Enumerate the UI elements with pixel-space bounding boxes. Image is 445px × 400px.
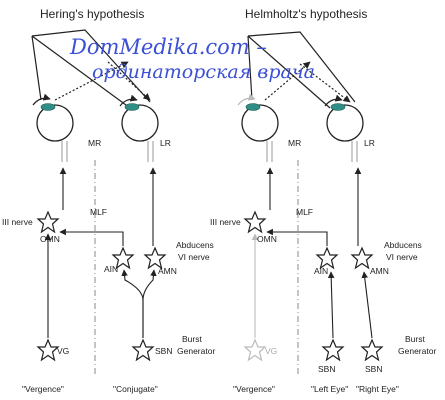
hering-mr-label: MR [88, 138, 101, 148]
helmholtz-amn-label: AMN [370, 266, 389, 276]
hering-muscle-mr [61, 141, 68, 162]
helmholtz-abducens-label: Abducens [384, 240, 422, 250]
hering-iii-nerve-label: III nerve [2, 217, 33, 227]
watermark-line-1: DomMedika.com – [69, 35, 267, 59]
hering-vg-label: VG [57, 346, 69, 356]
helmholtz-muscle-lr [351, 141, 358, 162]
hering-title: Hering's hypothesis [40, 7, 144, 21]
hering-ain-label: AIN [104, 264, 118, 274]
helmholtz-ain-label: AIN [314, 266, 328, 276]
hering-omn-label: OMN [40, 234, 60, 244]
helmholtz-right-eye [324, 94, 364, 142]
hering-abducens-label: Abducens [176, 240, 214, 250]
helmholtz-muscle-mr [266, 141, 273, 162]
hering-left-eye [32, 93, 74, 142]
helmholtz-vg-label: VG [265, 346, 277, 356]
hering-panel: Hering's hypothesis MR LR [2, 7, 215, 394]
helmholtz-connections [266, 167, 373, 339]
helmholtz-neuron-sbn-left [321, 338, 345, 362]
hering-muscle-lr [147, 141, 154, 162]
watermark-line-2: ординаторская врача [92, 61, 315, 83]
helmholtz-neuron-vg [243, 338, 267, 362]
helmholtz-mr-label: MR [288, 138, 301, 148]
helmholtz-left-eye [237, 93, 279, 142]
hering-caption-conjugate: "Conjugate" [113, 384, 158, 394]
hering-right-eye [119, 94, 159, 142]
watermark: DomMedika.com – ординаторская врача [69, 35, 315, 83]
hering-burst-label: Burst [182, 334, 202, 344]
helmholtz-generator-label: Generator [398, 346, 436, 356]
helmholtz-neuron-sbn-right [360, 338, 384, 362]
hering-neuron-sbn [131, 338, 155, 362]
helmholtz-caption-left-eye: "Left Eye" [311, 384, 348, 394]
helmholtz-burst-label: Burst [405, 334, 425, 344]
hering-vision-lines [31, 29, 151, 109]
hering-neuron-vg [36, 338, 60, 362]
helmholtz-sbn-left-label: SBN [318, 364, 335, 374]
helmholtz-omn-label: OMN [257, 234, 277, 244]
helmholtz-lr-label: LR [364, 138, 375, 148]
hering-caption-vergence: "Vergence" [22, 384, 64, 394]
helmholtz-iii-nerve-label: III nerve [210, 217, 241, 227]
hering-sbn-label: SBN [155, 346, 172, 356]
helmholtz-sbn-right-label: SBN [365, 364, 382, 374]
helmholtz-neuron-ain [315, 246, 339, 270]
helmholtz-neuron-omn [243, 210, 267, 234]
hering-amn-label: AMN [158, 266, 177, 276]
helmholtz-caption-right-eye: "Right Eye" [356, 384, 399, 394]
hering-connections [44, 167, 157, 338]
hering-neuron-omn [36, 210, 60, 234]
helmholtz-title: Helmholtz's hypothesis [245, 7, 367, 21]
hering-neuron-amn [143, 246, 167, 270]
hering-neuron-ain [111, 246, 135, 270]
helmholtz-neuron-amn [350, 246, 374, 270]
helmholtz-panel: Helmholtz's hypothesis MR LR [210, 7, 436, 394]
hering-generator-label: Generator [177, 346, 215, 356]
hering-vi-nerve-label: VI nerve [178, 252, 210, 262]
helmholtz-caption-vergence: "Vergence" [233, 384, 275, 394]
hering-mlf-label: MLF [90, 207, 107, 217]
helmholtz-vi-nerve-label: VI nerve [386, 252, 418, 262]
helmholtz-mlf-label: MLF [296, 207, 313, 217]
hering-lr-label: LR [160, 138, 171, 148]
